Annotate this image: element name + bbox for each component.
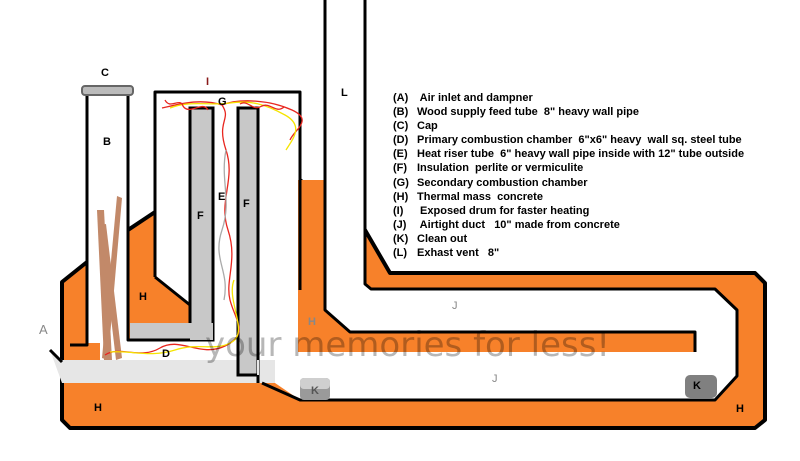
legend-item: (J) Airtight duct 10" made from concrete: [393, 218, 620, 231]
lower-duct-strip: [62, 360, 275, 383]
exhaust-right-wall: [261, 0, 739, 402]
label-g: G: [218, 96, 227, 108]
legend-item: (K)Clean out: [393, 232, 468, 245]
legend: (A) Air inlet and dampner (B)Wood supply…: [393, 91, 744, 260]
fire: [104, 99, 303, 356]
feed-tube-right-wall: [126, 88, 190, 342]
label-h-mid: H: [308, 316, 316, 328]
exhaust-duct-interior: [258, 0, 737, 400]
legend-item: (F)Insulation perlite or vermiculite: [393, 162, 584, 175]
legend-item: (H)Thermal mass concrete: [393, 190, 543, 203]
label-h-lower: H: [94, 402, 102, 414]
legend-item: (A) Air inlet and dampner: [393, 92, 533, 104]
label-j-upper: J: [452, 300, 458, 312]
label-d: D: [162, 348, 170, 360]
label-l: L: [341, 87, 348, 99]
thermal-mass-column: [298, 180, 325, 352]
insulation-right: [236, 106, 260, 377]
exhaust-left-wall: [323, 0, 697, 352]
label-a: A: [39, 322, 48, 337]
legend-item: (L)Exhast vent 8": [393, 247, 500, 260]
legend-item: (G)Secondary combustion chamber: [393, 176, 588, 189]
label-f-right: F: [243, 198, 250, 210]
label-c: C: [101, 67, 109, 79]
legend-item: (C)Cap: [393, 120, 438, 133]
watermark: your memories for less!: [205, 325, 610, 365]
wood-sticks: [97, 196, 122, 360]
cleanout-right[interactable]: [685, 375, 717, 398]
duct-divider: [300, 332, 695, 352]
legend-item: (D)Primary combustion chamber 6"x6" heav…: [393, 134, 742, 147]
label-k-right: K: [693, 380, 701, 392]
legend-item: (I) Exposed drum for faster heating: [393, 204, 590, 217]
walls: [48, 0, 739, 402]
label-f-left: F: [197, 210, 204, 222]
label-b: B: [103, 136, 111, 148]
label-h-right: H: [736, 403, 744, 415]
feed-tube-left-wall: [70, 88, 89, 347]
legend-item: (E)Heat riser tube 6" heavy wall pipe in…: [393, 148, 745, 161]
label-i: I: [206, 76, 209, 88]
insulation-left: [188, 106, 215, 342]
label-e: E: [218, 191, 225, 203]
drum-base-wall: [154, 275, 191, 307]
legend-item: (B)Wood supply feed tube 8" heavy wall p…: [393, 106, 639, 119]
label-k-left: K: [311, 385, 319, 397]
label-h-upper: H: [139, 291, 147, 303]
label-j-lower: J: [492, 373, 498, 385]
drum-wall: [153, 90, 302, 290]
cap: [81, 85, 134, 96]
air-inlet-wall: [48, 348, 64, 364]
insulation-bottom: [130, 323, 213, 340]
